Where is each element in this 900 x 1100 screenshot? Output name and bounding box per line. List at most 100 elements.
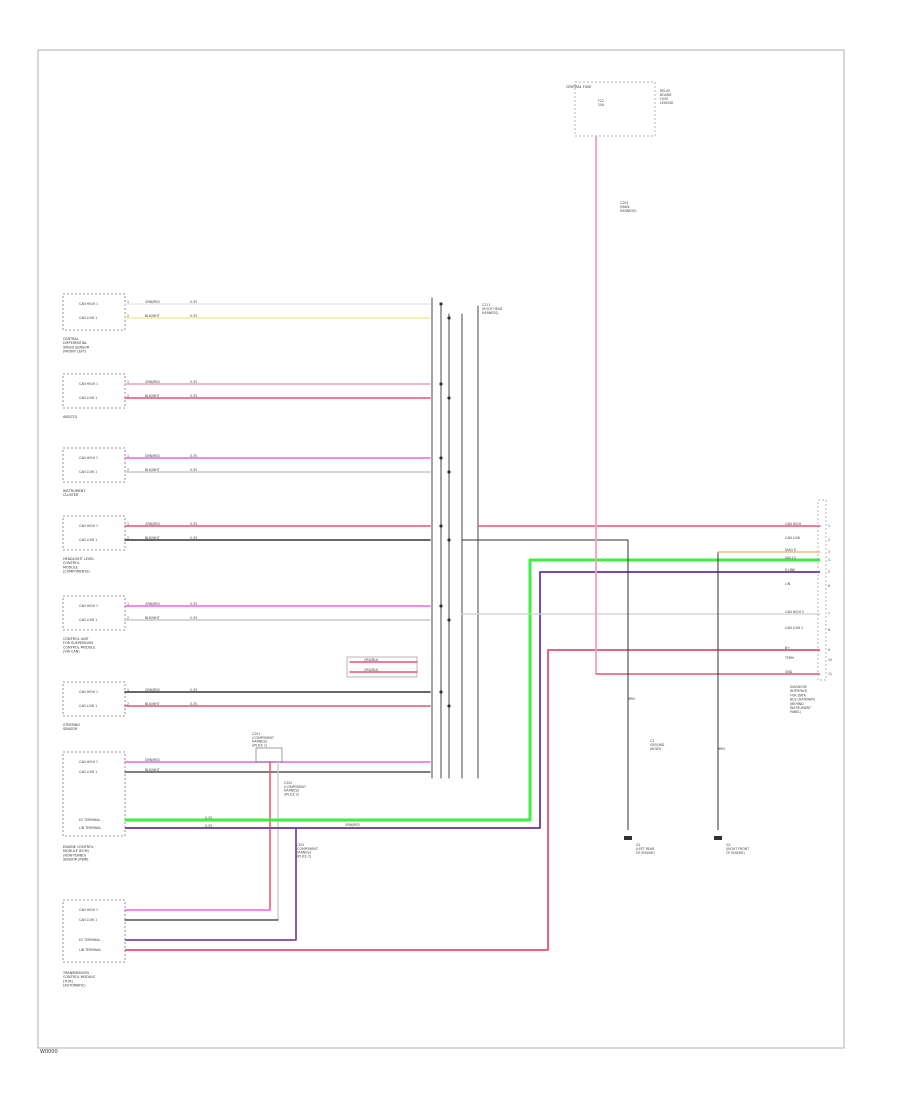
- wire-code: BRN: [628, 697, 635, 701]
- gateway-pin-number: 6: [828, 584, 830, 588]
- splice-dot: [447, 470, 451, 474]
- wire-code: BLK/WHT: [145, 468, 160, 472]
- gateway-pin-number: 5: [828, 570, 830, 574]
- component-name-c5: CONTROL UNIT: [63, 637, 90, 641]
- fuse-box-reference: LEGEND: [660, 101, 674, 105]
- splice-dot: [439, 604, 443, 608]
- ground-label-g2: OF ENGINE): [726, 851, 745, 855]
- pin-number: 1: [127, 454, 129, 458]
- component-name-c4: HEADLIGHT LEVEL: [63, 557, 94, 561]
- pin-label: CAN LOW 1: [79, 538, 97, 542]
- component-name-c7: (NON-TURBO): [63, 853, 87, 857]
- component-name-c2: ABS/TCS: [63, 415, 77, 419]
- wire-size: 0.35: [205, 816, 212, 820]
- pin-number: 2: [127, 314, 129, 318]
- fuse-box: [574, 81, 656, 137]
- connector-label-c204: (MAIN: [620, 205, 630, 209]
- wire-size: 0.35: [190, 688, 197, 692]
- gateway-pin-label: CAN LOW 2: [785, 626, 803, 630]
- ground-symbol: [714, 836, 722, 840]
- pin-number: 1: [127, 300, 129, 304]
- splice-label-c3: C3: [650, 739, 654, 743]
- splice-label-c201: (COMPONENT: [252, 736, 274, 740]
- wire-size: 0.35: [190, 300, 197, 304]
- pin-label: CAN HIGH 1: [79, 524, 98, 528]
- wire-size: 0.35: [190, 602, 197, 606]
- splice-dot: [439, 690, 443, 694]
- pin-label: CAN HIGH 1: [79, 604, 98, 608]
- fuse-box-reference: RELAY: [660, 89, 670, 93]
- pin-number: 2: [127, 702, 129, 706]
- component-name-c6: SENSOR: [63, 727, 78, 731]
- splice-label-c211: HARNESS): [482, 311, 498, 315]
- component-name-c3: INSTRUMENT: [63, 489, 86, 493]
- connector-box: [255, 747, 283, 763]
- jumper-box: [346, 656, 418, 678]
- pin-number: 2: [127, 394, 129, 398]
- component-name-c4: MODULE: [63, 565, 78, 569]
- wire-code: GRN/RED: [145, 758, 160, 762]
- pin-label: CAN HIGH 1: [79, 690, 98, 694]
- splice-dot: [447, 704, 451, 708]
- component-box: [62, 751, 126, 837]
- component-name-c7: ENGINE CONTROL: [63, 845, 94, 849]
- ground-label-g1: G1: [636, 843, 641, 847]
- component-name-c4: (COMPONENTS): [63, 570, 90, 574]
- ground-label-g1: (LEFT REAR: [636, 847, 655, 851]
- splice-label-c201: SPLICE 1): [252, 743, 267, 747]
- purple-bus-wire: [125, 571, 820, 829]
- pin-label: CAN LOW 1: [79, 316, 97, 320]
- splice-dot: [439, 382, 443, 386]
- gateway-pin-number: 11: [828, 672, 832, 676]
- wire-code: ORG/BLK: [364, 658, 379, 662]
- connector-label-c204: C204: [620, 201, 628, 205]
- splice-dot: [439, 524, 443, 528]
- wire-size: 0.35: [190, 702, 197, 706]
- pin-number: 1: [127, 380, 129, 384]
- gateway-name: DIAGNOSE: [790, 685, 807, 689]
- pin-label: CAN LOW 1: [79, 470, 97, 474]
- pin-label: CAN LOW 1: [79, 618, 97, 622]
- splice-dot: [447, 538, 451, 542]
- splice-label-c201: HARNESS: [252, 740, 267, 744]
- component-box: [62, 681, 126, 717]
- gateway-pin-label: IGN 15: [785, 556, 796, 560]
- component-box: [62, 293, 126, 331]
- wire-code: BRN: [718, 747, 725, 751]
- component-box: [62, 899, 126, 963]
- pin-label: LIN TERMINAL: [79, 826, 102, 830]
- splice-label-c202: HARNESS: [284, 789, 299, 793]
- component-box: [62, 447, 126, 483]
- component-name-c8: TRANSMISSION: [62, 971, 89, 975]
- wire-size: 0.35: [190, 468, 197, 472]
- green-bus-wire: [125, 558, 820, 822]
- wire-size: 0.35: [190, 454, 197, 458]
- component-name-c1: (FRONT LEFT): [63, 350, 87, 354]
- component-name-c1: DIFFERENTIAL: [63, 341, 87, 345]
- wire-code: GRN/RED: [145, 380, 160, 384]
- wire-code: GRN/RED: [145, 454, 160, 458]
- pin-label: CAN LOW 1: [79, 770, 97, 774]
- wire-size: 0.35: [190, 536, 197, 540]
- splice-label-c211: (ROOF HEAD: [482, 307, 503, 311]
- footer-code: W0000: [40, 1049, 58, 1055]
- pin-label: CAN HIGH 1: [79, 760, 98, 764]
- wire-size: 0.35: [190, 380, 197, 384]
- gateway-pin-number: 10: [828, 658, 832, 662]
- gateway-name: BUS (GATEWAY): [790, 698, 815, 702]
- pin-number: 2: [127, 616, 129, 620]
- fuse-box-reference: FUSE: [660, 97, 668, 101]
- pin-label: K5 TERMINAL: [79, 938, 101, 942]
- wire-code: ORG/BLK: [364, 668, 379, 672]
- splice-dot: [447, 618, 451, 622]
- wire-code: GRN/RED: [345, 823, 360, 827]
- pin-number: 1: [127, 522, 129, 526]
- gateway-name: INSTRUMENT: [790, 706, 811, 710]
- component-name-c8: (AUTOMATIC): [63, 984, 86, 988]
- wire-size: 0.35: [190, 394, 197, 398]
- pin-label: CAN HIGH 1: [79, 456, 98, 460]
- pin-label: CAN HIGH 1: [79, 382, 98, 386]
- gateway-pin-number: 4: [828, 558, 830, 562]
- wire-code: BLK/WHT: [145, 394, 160, 398]
- wire-code: BLK/WHT: [145, 702, 160, 706]
